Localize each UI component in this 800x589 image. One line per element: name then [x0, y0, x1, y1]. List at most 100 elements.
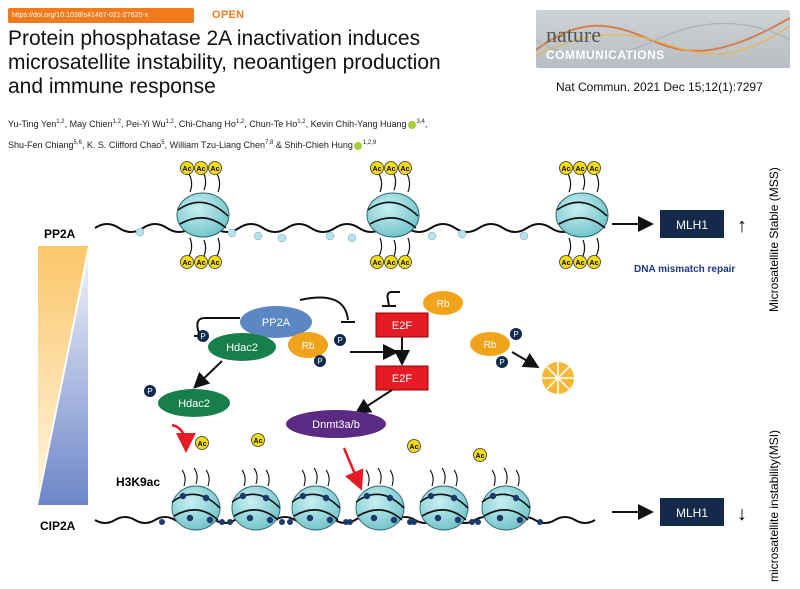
methyl-mark — [202, 494, 210, 502]
methyl-mark — [306, 514, 314, 522]
free-nucleotide-dots-top — [135, 227, 529, 243]
acetyl-label: Ac — [410, 444, 419, 451]
author-name: Chi-Chang Ho — [178, 119, 236, 129]
acetyl-label: Ac — [476, 453, 485, 460]
title-line-1: Protein phosphatase 2A inactivation indu… — [8, 27, 421, 50]
acetyl-group: Ac — [473, 448, 487, 462]
nucleosome-bottom — [469, 467, 543, 531]
author-name: Yu-Ting Yen — [8, 119, 57, 129]
orcid-icon[interactable] — [407, 120, 416, 129]
nucleosome-bottom — [159, 467, 233, 531]
phospho-label: P — [317, 357, 322, 366]
inhibition-loop-e2f — [386, 291, 400, 307]
acetyl-label: Ac — [198, 441, 207, 448]
e2f-bottom-box — [375, 365, 429, 391]
linker-mark — [227, 519, 233, 525]
journal-logo: nature COMMUNICATIONS — [536, 10, 790, 68]
linker-mark — [407, 519, 413, 525]
nucleosome-bottom — [407, 467, 481, 531]
acetyl-label: Ac — [401, 260, 410, 267]
acetyl-label: Ac — [373, 260, 382, 267]
bottom-nucleosome-array — [159, 467, 543, 531]
acetyl-group: Ac — [208, 161, 222, 175]
title-line-3: and immune response — [8, 75, 216, 98]
acetyl-label: Ac — [401, 166, 410, 173]
acetyl-group: Ac — [180, 255, 194, 269]
author-name: Shih-Chieh Hung — [284, 140, 353, 150]
acetyl-label: Ac — [562, 260, 571, 267]
phospho-group: P — [334, 334, 346, 346]
acetyl-label: Ac — [183, 166, 192, 173]
mlh1-box-bottom — [660, 498, 724, 526]
author-affiliation: 1,2 — [297, 119, 306, 125]
hdac2-free-label: Hdac2 — [178, 398, 210, 410]
title-line-2: microsatellite instability, neoantigen p… — [8, 51, 441, 74]
nucleosome-bottom — [343, 467, 417, 531]
phospho-label: P — [147, 387, 152, 396]
methyl-mark — [489, 492, 497, 500]
phospho-label: P — [513, 330, 518, 339]
e2f-bottom-label: E2F — [392, 373, 412, 385]
inhibition-loop-right — [299, 296, 349, 321]
nucleosome-top-3 — [555, 169, 609, 261]
logo-nature-text: nature — [546, 22, 601, 47]
methyl-mark — [179, 492, 187, 500]
mss-vertical-label: Microsatellite Stable (MSS) — [767, 167, 781, 312]
author-name: William Tzu-Liang Chen — [169, 140, 266, 150]
pathway-diagram: PP2A CIP2A AcAcAcAcAcAcAcAcAcAcAcAcAcAcA… — [38, 161, 781, 582]
phospho-group: P — [314, 355, 326, 367]
e2f-top-label: E2F — [392, 320, 412, 332]
red-arrow-methylation — [342, 447, 364, 491]
phospho-label: P — [337, 336, 342, 345]
methyl-mark — [450, 494, 458, 502]
acetyl-group: Ac — [195, 436, 209, 450]
methyl-mark — [434, 514, 442, 522]
linker-mark — [219, 519, 225, 525]
linker-mark — [287, 519, 293, 525]
linker-mark — [469, 519, 475, 525]
methyl-mark — [496, 514, 504, 522]
doi-link[interactable]: https://doi.org/10.1038/s41467-021-27620… — [8, 8, 194, 23]
mlh1-label-bottom: MLH1 — [676, 506, 708, 520]
h3k9ac-label: H3K9ac — [116, 475, 160, 489]
acetyl-label: Ac — [254, 438, 263, 445]
author-name: K. S. Clifford Chao — [86, 140, 162, 150]
acetyl-group: Ac — [559, 255, 573, 269]
acetyl-group: Ac — [587, 161, 601, 175]
paper-title: Protein phosphatase 2A inactivation indu… — [8, 27, 528, 99]
methyl-mark — [239, 492, 247, 500]
acetyl-label: Ac — [387, 260, 396, 267]
red-arrow-deacetylation — [171, 423, 196, 453]
author-affiliation: 1,2 — [235, 119, 245, 125]
logo-wave-graphic — [536, 17, 790, 57]
methyl-mark — [454, 516, 462, 524]
acetyl-label: Ac — [590, 166, 599, 173]
author-affiliation: 1,2 — [56, 119, 65, 125]
acetyl-group: Ac — [573, 161, 587, 175]
down-arrow-icon: ↓ — [737, 503, 747, 525]
mlh1-box-top — [660, 210, 724, 238]
acetyl-group: Ac — [398, 255, 412, 269]
acetyl-group: Ac — [559, 161, 573, 175]
phospho-group: P — [197, 330, 209, 342]
acetyl-group: Ac — [384, 255, 398, 269]
author-affiliation: 1,2 — [112, 119, 121, 125]
author-name: Chun-Te Ho — [249, 119, 298, 129]
hdac2-free-node — [158, 389, 230, 417]
acetyl-group: Ac — [251, 433, 265, 447]
orcid-icon[interactable] — [353, 141, 362, 150]
up-arrow-icon: ↑ — [737, 215, 747, 237]
methyl-mark — [386, 494, 394, 502]
pp2a-node-label: PP2A — [262, 317, 291, 329]
dnmt-node-label: Dnmt3a/b — [312, 419, 360, 431]
acetyl-group: Ac — [208, 255, 222, 269]
logo-communications-text: COMMUNICATIONS — [546, 48, 665, 62]
author-affiliation: 5,6 — [73, 140, 82, 146]
acetyl-group: Ac — [398, 161, 412, 175]
acetyl-group: Ac — [194, 255, 208, 269]
arrow-rb-degradation — [511, 351, 540, 369]
methyl-mark — [516, 516, 524, 524]
acetyl-label: Ac — [562, 166, 571, 173]
